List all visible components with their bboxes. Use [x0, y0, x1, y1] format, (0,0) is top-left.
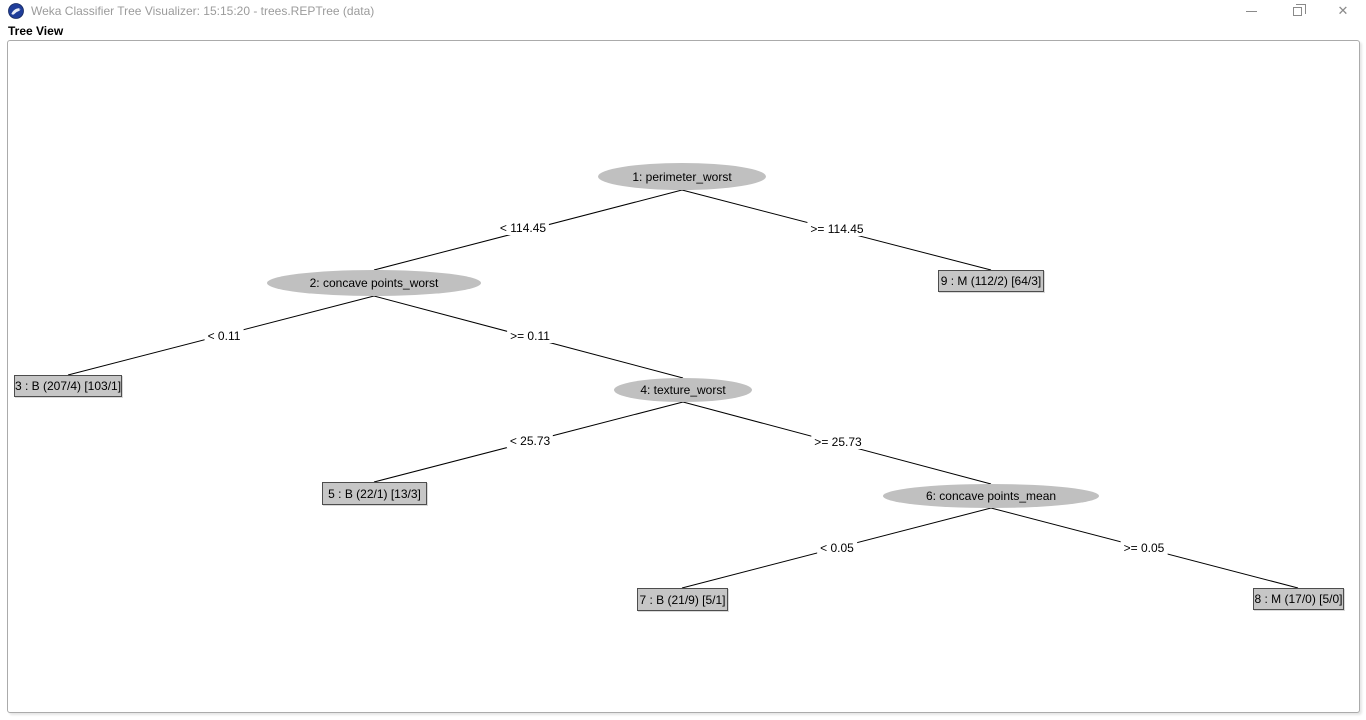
title-bar: Weka Classifier Tree Visualizer: 15:15:2…	[0, 0, 1366, 22]
tree-view-heading: Tree View	[8, 24, 64, 38]
close-button[interactable]: ✕	[1320, 0, 1366, 22]
close-icon: ✕	[1337, 3, 1349, 18]
tree-node-2[interactable]: 2: concave points_worst	[267, 270, 481, 296]
edge-label: >= 114.45	[807, 222, 867, 236]
minimize-button[interactable]	[1228, 0, 1274, 22]
edge-label: < 114.45	[496, 221, 550, 235]
restore-icon	[1292, 3, 1306, 16]
restore-button[interactable]	[1274, 0, 1320, 22]
edge-label: < 25.73	[506, 434, 554, 448]
tree-node-1[interactable]: 1: perimeter_worst	[598, 163, 766, 190]
tree-node-9[interactable]: 9 : M (112/2) [64/3]	[938, 270, 1044, 292]
window-controls: ✕	[1228, 0, 1366, 22]
edge-label: < 0.05	[817, 541, 857, 555]
tree-node-7[interactable]: 7 : B (21/9) [5/1]	[637, 588, 728, 611]
window-title: Weka Classifier Tree Visualizer: 15:15:2…	[31, 4, 375, 18]
minimize-icon	[1245, 10, 1257, 12]
tree-node-3[interactable]: 3 : B (207/4) [103/1]	[14, 375, 122, 397]
tree-node-8[interactable]: 8 : M (17/0) [5/0]	[1253, 588, 1344, 610]
tree-node-6[interactable]: 6: concave points_mean	[883, 484, 1099, 508]
tree-node-5[interactable]: 5 : B (22/1) [13/3]	[322, 482, 427, 505]
tree-node-4[interactable]: 4: texture_worst	[614, 378, 752, 402]
tree-canvas	[7, 40, 1360, 713]
edge-label: >= 0.05	[1120, 541, 1168, 555]
weka-app-icon	[8, 3, 24, 19]
edge-label: < 0.11	[204, 329, 244, 343]
edge-label: >= 25.73	[811, 435, 865, 449]
edge-label: >= 0.11	[507, 329, 553, 343]
